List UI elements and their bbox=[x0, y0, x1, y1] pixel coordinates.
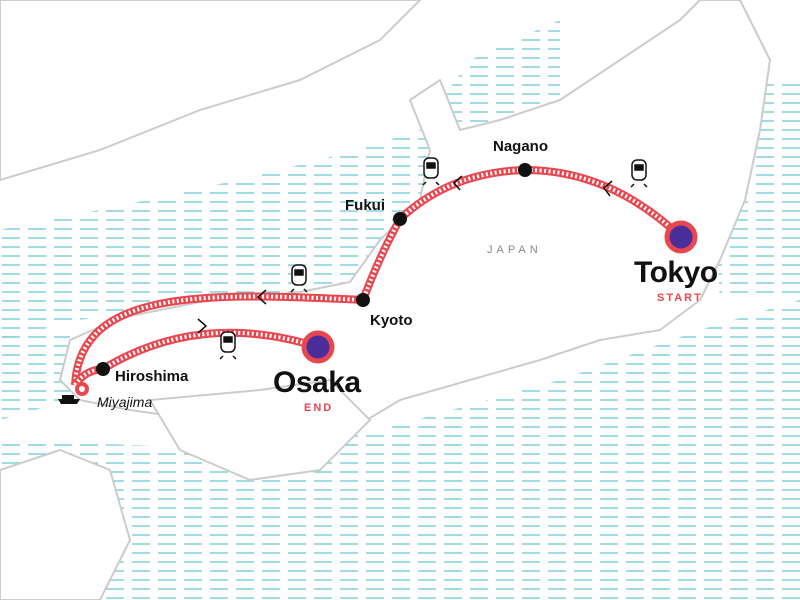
end-label: END bbox=[304, 402, 334, 414]
route bbox=[71, 165, 684, 396]
city-label-hiroshima: Hiroshima bbox=[115, 368, 189, 385]
arrow-icon bbox=[602, 180, 613, 197]
train-icons bbox=[219, 157, 648, 360]
arrow-icon bbox=[256, 289, 267, 305]
end-marker-osaka bbox=[301, 330, 335, 364]
train-icon bbox=[630, 159, 648, 188]
miyajima-ferry-link bbox=[75, 382, 89, 396]
city-label-fukui: Fukui bbox=[345, 197, 385, 214]
city-markers bbox=[96, 163, 698, 376]
city-label-miyajima: Miyajima bbox=[97, 394, 153, 410]
train-icon bbox=[290, 264, 308, 293]
direction-arrows bbox=[197, 175, 613, 334]
shikoku-landmass bbox=[149, 379, 371, 481]
kyushu-landmass bbox=[0, 449, 131, 600]
city-label-osaka: Osaka bbox=[273, 366, 361, 399]
honshu-landmass bbox=[59, 0, 771, 451]
train-icon bbox=[219, 331, 237, 360]
korea-landmass bbox=[0, 0, 421, 181]
start-label: START bbox=[657, 292, 703, 304]
city-label-tokyo: Tokyo bbox=[634, 256, 718, 289]
country-label: JAPAN bbox=[487, 244, 542, 256]
ferry-icon bbox=[58, 395, 80, 404]
city-dot-hiroshima bbox=[96, 362, 110, 376]
city-label-nagano: Nagano bbox=[493, 138, 549, 155]
city-label-kyoto: Kyoto bbox=[370, 312, 413, 329]
train-icon bbox=[422, 157, 440, 186]
start-marker-tokyo bbox=[664, 220, 698, 254]
arrow-icon bbox=[197, 318, 208, 334]
land bbox=[0, 0, 771, 600]
city-dot-nagano bbox=[518, 163, 532, 177]
city-dot-fukui bbox=[393, 212, 407, 226]
city-dot-kyoto bbox=[356, 293, 370, 307]
arrow-icon bbox=[452, 175, 463, 191]
